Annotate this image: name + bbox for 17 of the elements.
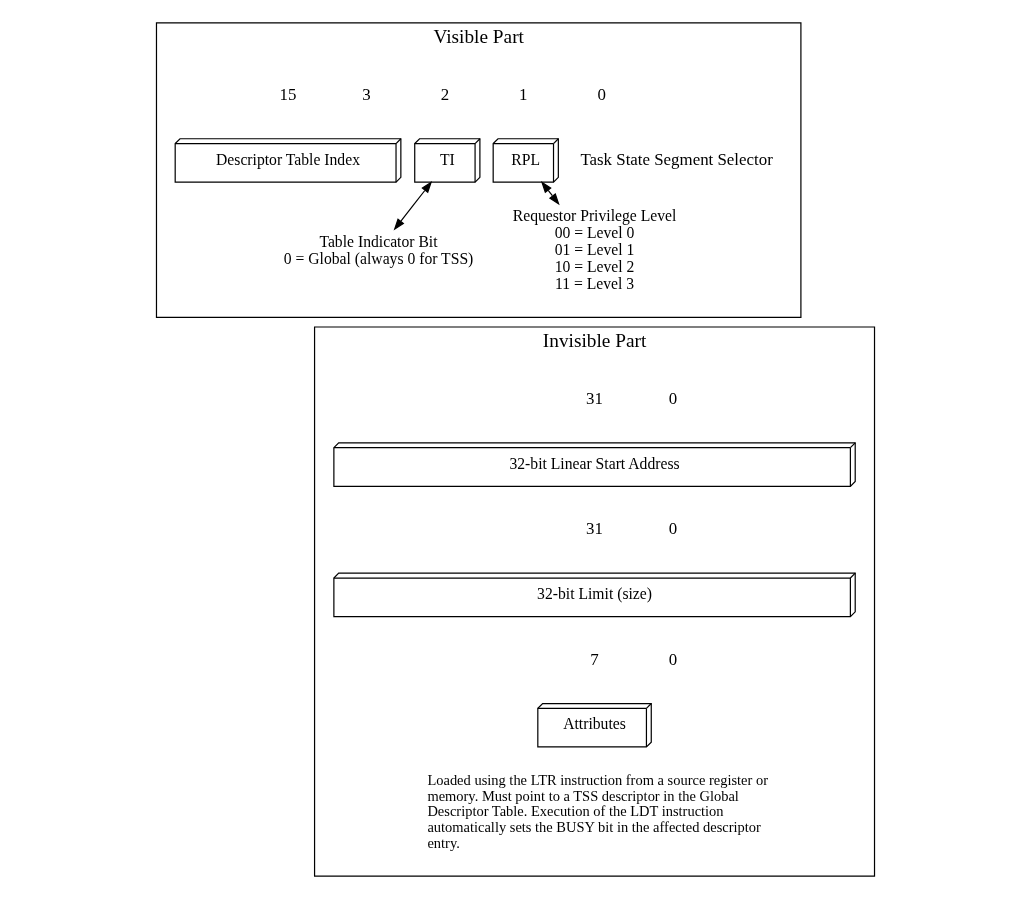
node-text: Table Indicator Bit 0 = Global (always 0 for TSS) bbox=[283, 232, 473, 267]
label: 2 bbox=[440, 84, 449, 104]
label: 31 bbox=[585, 519, 603, 539]
arrow bbox=[540, 181, 560, 206]
label: 0 bbox=[668, 649, 677, 669]
label: 0 bbox=[668, 519, 677, 539]
label: 15 bbox=[279, 84, 296, 104]
label: 7 bbox=[589, 649, 599, 669]
node-text: Requestor Privilege Level 00 = Level 0 01 = Level 1 10 = Level 2 11 = Level 3 bbox=[512, 207, 676, 292]
label: Task State Segment Selector bbox=[579, 149, 773, 169]
arrow bbox=[393, 181, 432, 231]
label: 0 bbox=[597, 84, 606, 104]
label: Loaded using the LTR instruction from a source register or memory. Must point to a TSS descriptor in the Global Descriptor Table. Execution of the LDT instruction automatically sets the BUSY bit in the affected descriptor entry. bbox=[426, 772, 768, 851]
label: 0 bbox=[668, 388, 677, 408]
label: 3 bbox=[361, 84, 371, 104]
label: 31 bbox=[585, 388, 603, 408]
label: 1 bbox=[518, 84, 528, 104]
